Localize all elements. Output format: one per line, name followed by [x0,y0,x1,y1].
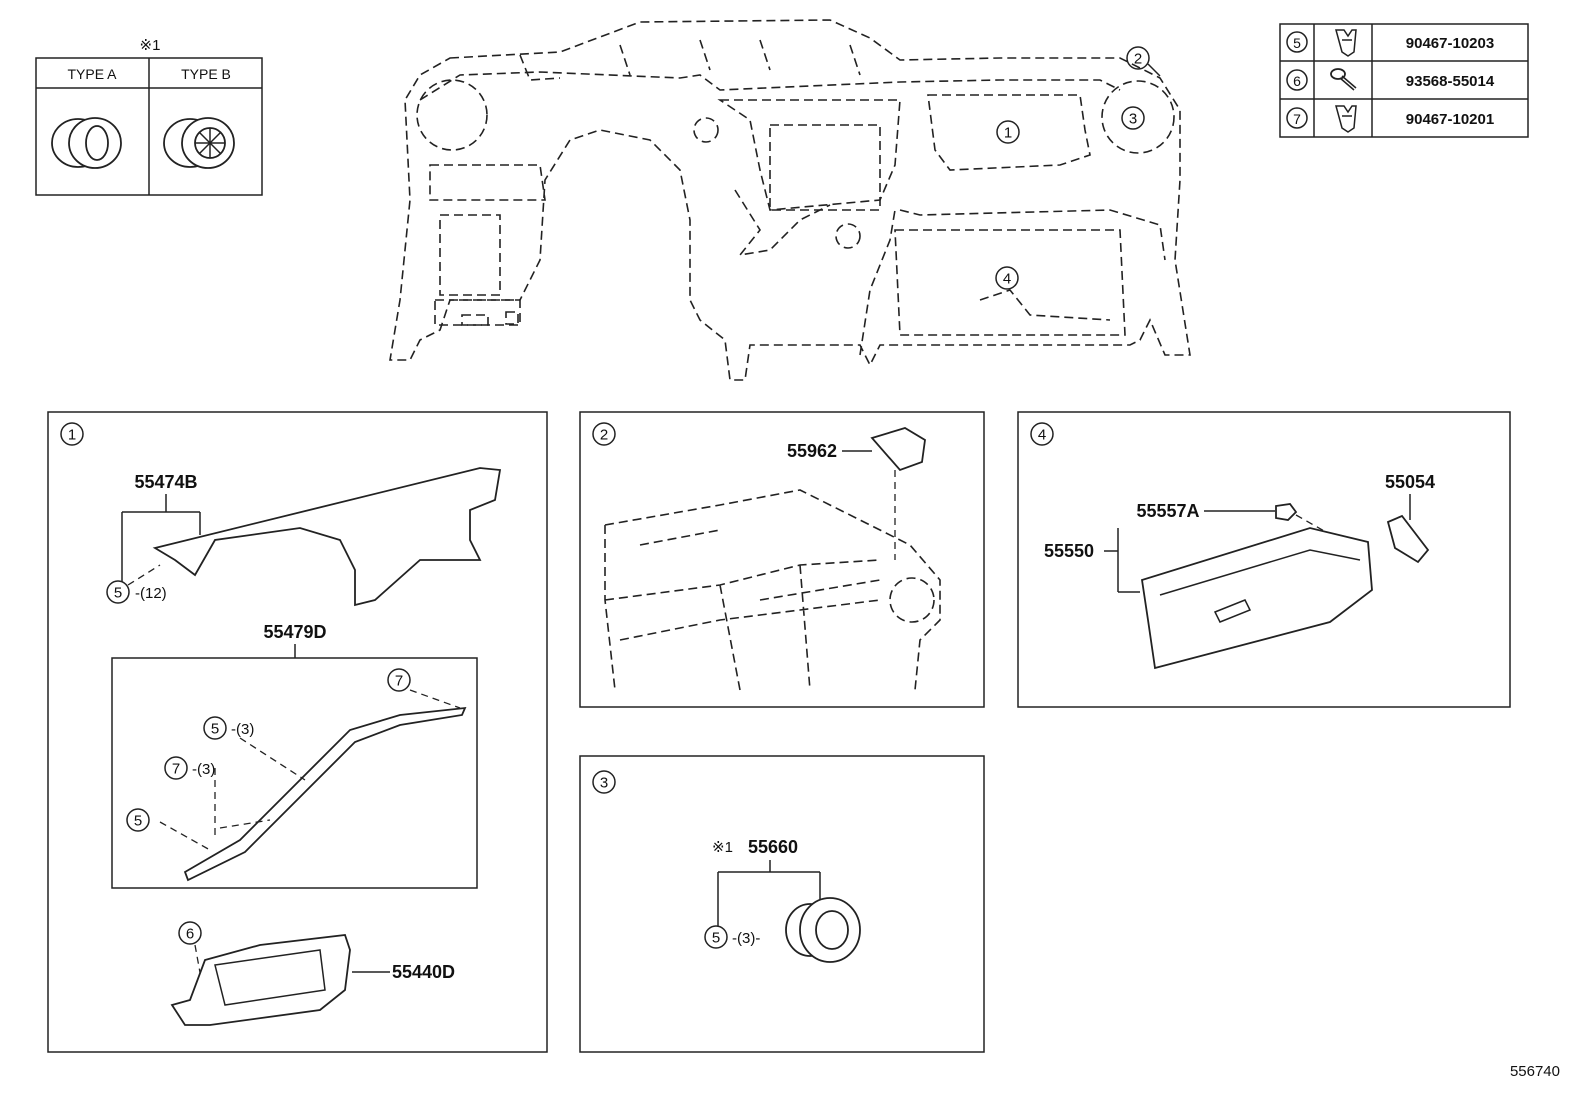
callout-5: 5 [211,721,219,738]
glove-box-part [1140,527,1373,670]
fastener-part-no: 90467-10203 [1406,35,1494,52]
part-55479d-label: 55479D [263,622,326,642]
part-55474b-label: 55474B [134,472,197,492]
part-55479d-qty-a: -(3) [231,721,254,738]
svg-text:3: 3 [1129,111,1137,128]
svg-text:1: 1 [1004,125,1012,142]
type-a-label: TYPE A [67,66,117,82]
part-55054-label: 55054 [1385,472,1435,492]
part-55550-label: 55550 [1044,541,1094,561]
side-vent-part [870,427,926,472]
part-55440d-label: 55440D [392,962,455,982]
fastener-ref: 6 [1293,73,1301,89]
panel-4: 4 55557A 55054 55550 [1017,411,1511,708]
fastener-ref: 5 [1293,35,1301,51]
callout-7: 7 [395,673,403,690]
damper-part [1275,503,1298,521]
panel-1-id: 1 [68,427,76,444]
panel-3-note: ※1 [712,839,733,856]
part-55474b-qty: -(12) [135,585,167,602]
vent-assembly-part [785,897,861,963]
panel-2-id: 2 [600,427,608,444]
callout-5: 5 [712,930,720,947]
callout-5: 5 [114,585,122,602]
lower-trim-part [183,706,467,882]
fastener-ref: 7 [1293,111,1301,127]
variant-note: ※1 [140,37,161,54]
callout-2: 2 [1126,46,1161,77]
dashboard-overview: 1 2 3 4 [389,19,1191,381]
part-55479d-qty-b: -(3) [192,761,215,778]
fastener-row-7: 7 90467-10201 [1286,105,1494,133]
fastener-row-5: 5 90467-10203 [1286,29,1494,57]
part-55962-label: 55962 [787,441,837,461]
vent-type-b-icon [163,117,235,169]
clip-icon [1335,29,1357,57]
fastener-row-6: 6 93568-55014 [1286,68,1495,91]
callout-1: 1 [996,120,1020,144]
callout-3: 3 [1121,106,1145,130]
clip-icon [1335,105,1357,133]
part-55557a-label: 55557A [1136,501,1199,521]
svg-text:4: 4 [1003,271,1011,288]
fastener-part-no: 93568-55014 [1406,73,1495,90]
panel-1: 1 55474B 5 -(12) 55479D 7 5 -(3) 7 -(3) … [47,411,548,1053]
hinge-part [1386,514,1430,564]
callout-4: 4 [995,266,1019,290]
vent-type-a-icon [51,117,122,169]
panel-4-id: 4 [1038,427,1046,444]
svg-text:2: 2 [1134,51,1142,68]
upper-cover-part [152,467,502,607]
variant-box: ※1 TYPE A TYPE B [35,37,263,196]
callout-5: 5 [134,813,142,830]
screw-icon [1330,68,1357,91]
callout-6: 6 [186,926,194,943]
part-55660-qty: -(3)- [732,930,760,947]
type-b-label: TYPE B [181,66,231,82]
fastener-part-no: 90467-10201 [1406,111,1494,128]
panel-2: 2 55962 [579,411,985,708]
part-55660-label: 55660 [748,837,798,857]
panel-3-id: 3 [600,775,608,792]
panel-3: 3 ※1 55660 5 -(3)- [579,755,985,1053]
diagram-id: 556740 [1510,1063,1560,1080]
tray-part [170,934,351,1026]
fastener-table: 5 90467-10203 6 93568-55014 7 90467-1020… [1279,23,1529,138]
callout-7: 7 [172,761,180,778]
